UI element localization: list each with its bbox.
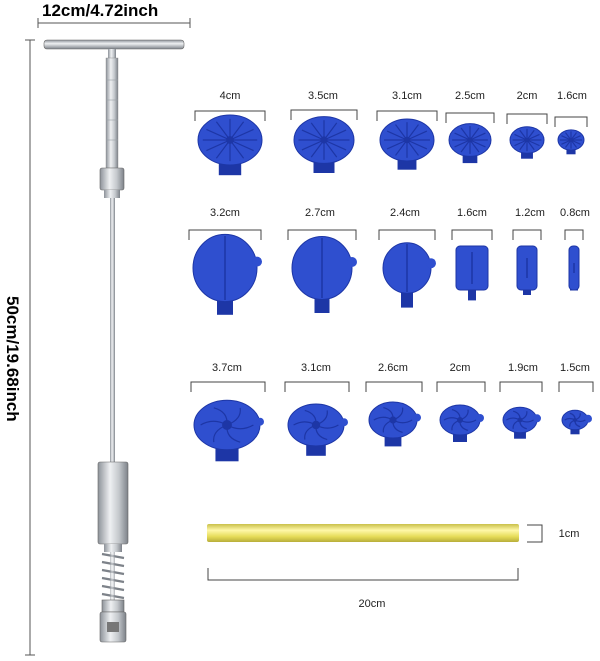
tab-size-label: 3.1cm (301, 362, 331, 374)
glue-diameter-label: 1cm (558, 528, 580, 540)
round-glue-tab (379, 118, 435, 170)
oval-glue-tab (455, 245, 489, 301)
tab-size-label: 2.6cm (378, 362, 408, 374)
tool-width-label: 12cm/4.72inch (42, 1, 159, 20)
tab-size-label: 2.5cm (455, 90, 485, 102)
tab-size-label: 2cm (516, 90, 538, 102)
tab-size-label: 2.4cm (390, 207, 420, 219)
swirl-glue-tab (368, 401, 421, 447)
swirl-glue-tab (502, 406, 541, 439)
tab-size-label: 3.2cm (210, 207, 240, 219)
round-glue-tab (509, 126, 545, 159)
tab-size-label: 3.1cm (392, 90, 422, 102)
round-glue-tab (197, 114, 263, 176)
tab-size-label: 1.2cm (515, 207, 545, 219)
oval-glue-tab (382, 242, 436, 308)
round-glue-tab (293, 116, 355, 173)
tab-size-label: 1.6cm (457, 207, 487, 219)
swirl-glue-tab (561, 409, 592, 435)
tab-size-label: 4cm (219, 90, 241, 102)
round-glue-tab (448, 123, 492, 164)
round-glue-tab (557, 129, 585, 155)
swirl-glue-tab (439, 404, 484, 442)
swirl-glue-tab (193, 399, 264, 462)
oval-glue-tab (291, 236, 357, 313)
tab-size-label: 2cm (449, 362, 471, 374)
tab-size-label: 1.6cm (557, 90, 587, 102)
tab-size-label: 2.7cm (305, 207, 335, 219)
oval-glue-tab (516, 245, 538, 295)
glue-length-label: 20cm (358, 598, 386, 610)
oval-glue-tab (192, 233, 262, 315)
oval-glue-tab (568, 245, 580, 291)
tab-size-label: 3.7cm (212, 362, 242, 374)
tab-size-label: 1.9cm (508, 362, 538, 374)
tab-size-label: 1.5cm (560, 362, 590, 374)
tab-size-label: 3.5cm (308, 90, 338, 102)
tab-size-label: 0.8cm (560, 207, 590, 219)
swirl-glue-tab (287, 403, 348, 456)
